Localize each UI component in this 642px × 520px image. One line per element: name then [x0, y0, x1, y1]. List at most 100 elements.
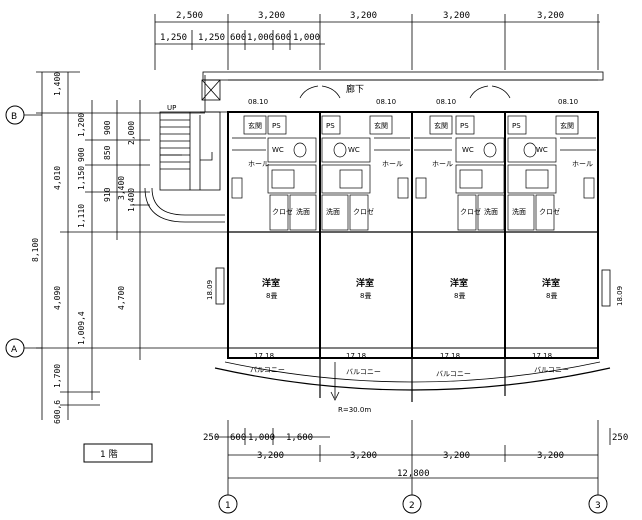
unit-4-room: 洋室 [542, 277, 560, 289]
unit-3-door-code: 08.10 [436, 98, 456, 106]
bottom-dim-1: 3,200 [257, 451, 284, 461]
radius-label: R=30.0m [338, 406, 371, 414]
unit-2-balcony: バルコニー [346, 368, 381, 376]
unit-3-window-code: 17.18 [440, 352, 460, 360]
unit-2-wash: 洗面 [326, 207, 340, 216]
left-dim-labels: 1,400 4,010 4,090 1,700 600,6 8,100 1,20… [31, 72, 136, 424]
top-dim-4: 3,200 [443, 11, 470, 21]
top-dim-2: 3,200 [258, 11, 285, 21]
bottom-dim-4: 3,200 [537, 451, 564, 461]
unit-1-ps: PS [272, 122, 281, 130]
corridor-label: 廊下 [346, 83, 364, 95]
bottom-sub-dim-2: 600 [230, 433, 246, 443]
left-dim-total: 8,100 [31, 238, 40, 262]
floor-label: 1 階 [100, 449, 118, 460]
unit-1-room: 洋室 [262, 277, 280, 289]
unit-2-labels: 玄関 PS WC ホール クロゼ 洗面 洋室 8畳 バルコニー 08.10 17… [326, 98, 403, 376]
unit-3-entry: 玄関 [434, 121, 448, 130]
unit-1-entry: 玄関 [248, 121, 262, 130]
unit-1-labels: 玄関 PS WC ホール クロゼ 洗面 洋室 8畳 バルコニー 08.10 17… [248, 98, 310, 374]
unit-4-window-code: 17.18 [532, 352, 552, 360]
top-dim-1: 2,500 [176, 11, 203, 21]
top-sub-dim-6: 1,000 [293, 33, 320, 43]
left-col4-3: 1,400 [127, 188, 136, 212]
left-inner-3: 1,150 [77, 166, 86, 190]
unit-2-closet: クロゼ [353, 207, 374, 216]
top-dimensions [154, 14, 600, 70]
top-sub-dim-4: 1,000 [247, 33, 274, 43]
top-sub-dim-1: 1,250 [160, 33, 187, 43]
bottom-total-dim: 12,800 [397, 469, 430, 479]
unit-2-window-code: 17.18 [346, 352, 366, 360]
unit-4-entry: 玄関 [560, 121, 574, 130]
unit-1-closet: クロゼ [272, 207, 293, 216]
unit-3-ps: PS [460, 122, 469, 130]
bottom-dimensions [215, 420, 611, 490]
top-sub-dim-3: 600 [230, 33, 246, 43]
left-dim-1: 1,400 [53, 72, 62, 96]
svg-text:3: 3 [595, 501, 601, 511]
grid-marker-2: 2 [402, 490, 422, 514]
left-inner-5: 1,009,4 [77, 311, 86, 345]
unit-4-labels: 玄関 PS WC ホール クロゼ 洗面 洋室 8畳 バルコニー 08.10 17… [512, 98, 593, 374]
grid-marker-1: 1 [218, 490, 238, 514]
top-sub-dim-5: 600 [275, 33, 291, 43]
svg-text:B: B [11, 112, 17, 122]
left-dim-4: 1,700 [53, 364, 62, 388]
unit-2-ps: PS [326, 122, 335, 130]
unit-3-size: 8畳 [454, 292, 465, 300]
unit-2-hall: ホール [382, 160, 403, 168]
bottom-sub-dim-3: 1,000 [248, 433, 275, 443]
staircase [144, 75, 228, 223]
left-inner-2: 900 [77, 147, 86, 162]
unit-2 [321, 115, 410, 231]
corridor [202, 71, 604, 113]
top-sub-dim-2: 1,250 [198, 33, 225, 43]
unit-1-wc: WC [272, 146, 284, 154]
grid-marker-a: A [5, 338, 42, 358]
unit-1-hall: ホール [248, 160, 269, 168]
unit-4-door-code: 08.10 [558, 98, 578, 106]
building-outline [227, 111, 599, 359]
unit-4-wc: WC [536, 146, 548, 154]
unit-4-hall: ホール [572, 160, 593, 168]
svg-text:2: 2 [409, 501, 415, 511]
unit-1-window-code: 17.18 [254, 352, 274, 360]
left-dim-5: 600,6 [53, 400, 62, 424]
left-col4-2: 3,400 [117, 176, 126, 200]
unit-4 [507, 115, 596, 231]
unit-2-size: 8畳 [360, 292, 371, 300]
left-col3-2: 850 [103, 145, 112, 160]
unit-3-balcony: バルコニー [436, 370, 471, 378]
unit-3-labels: 玄関 PS WC ホール クロゼ 洗面 洋室 8畳 バルコニー 08.10 17… [432, 98, 498, 378]
unit-4-size: 8畳 [546, 292, 557, 300]
bottom-dim-3: 3,200 [443, 451, 470, 461]
grid-marker-3: 3 [588, 490, 608, 514]
svg-text:A: A [11, 345, 18, 355]
unit-2-door-code: 08.10 [376, 98, 396, 106]
stair-up-label: UP [167, 104, 176, 112]
bottom-sub-dim-4: 1,600 [286, 433, 313, 443]
left-col4-4: 4,700 [117, 286, 126, 310]
left-col3-1: 900 [103, 120, 112, 135]
left-col4-1: 2,000 [127, 121, 136, 145]
unit-3-wc: WC [462, 146, 474, 154]
unit-4-closet: クロゼ [539, 207, 560, 216]
unit-1-wash: 洗面 [296, 207, 310, 216]
left-col3-3: 910 [103, 187, 112, 202]
side-windows [215, 267, 611, 307]
bottom-dim-2: 3,200 [350, 451, 377, 461]
unit-4-wash: 洗面 [512, 207, 526, 216]
unit-1 [231, 115, 317, 231]
unit-4-balcony: バルコニー [534, 366, 569, 374]
unit-3-wash: 洗面 [484, 207, 498, 216]
bottom-sub-dim-5: 250 [612, 433, 628, 443]
unit-1-size: 8畳 [266, 292, 277, 300]
unit-2-entry: 玄関 [374, 121, 388, 130]
unit-2-wc: WC [348, 146, 360, 154]
unit-3-hall: ホール [432, 160, 453, 168]
svg-text:1: 1 [225, 501, 231, 511]
balcony-arc [214, 358, 611, 402]
unit-1-door-code: 08.10 [248, 98, 268, 106]
